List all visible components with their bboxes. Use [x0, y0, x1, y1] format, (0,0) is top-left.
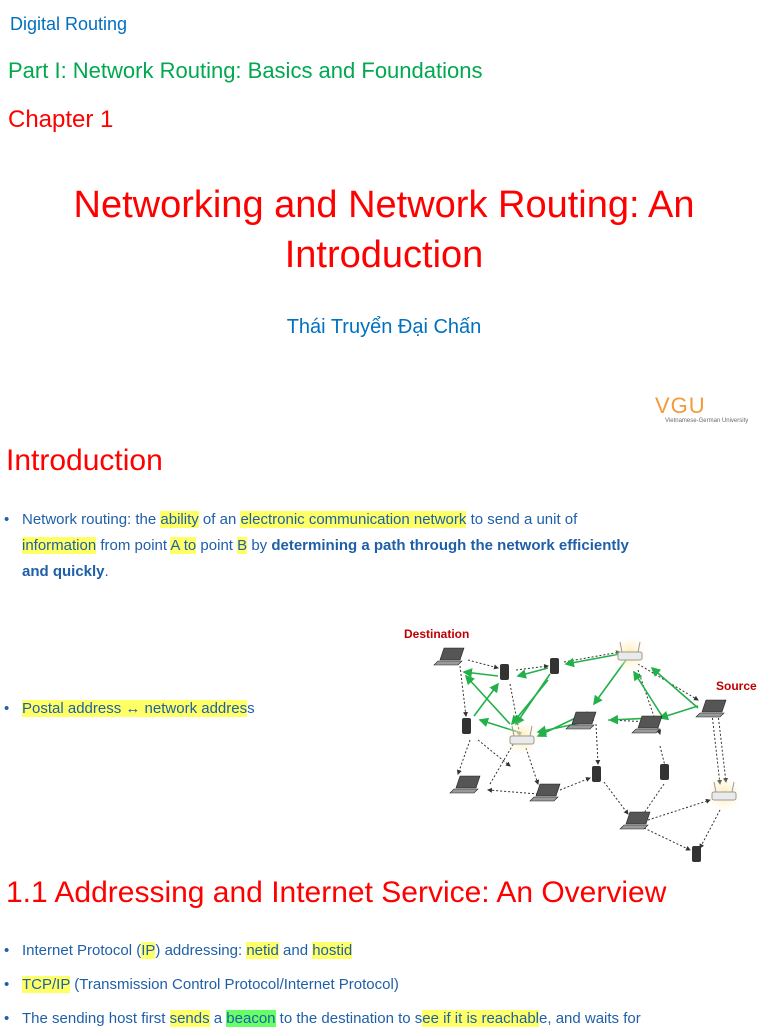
- laptop-icon: [433, 647, 465, 666]
- laptop-icon: [529, 783, 561, 802]
- router-icon: [706, 776, 742, 812]
- bullet-text: ) addressing:: [155, 942, 247, 959]
- def-text: Network routing: the: [22, 511, 161, 528]
- bullet-highlight: ee if it is reachabl: [422, 1010, 540, 1027]
- def-highlight: ability: [160, 511, 199, 528]
- phone-icon: [592, 766, 601, 782]
- chapter-label: Chapter 1: [8, 106, 114, 133]
- postal-list: Postal address ↔ network address: [2, 696, 322, 722]
- def-text: by: [247, 537, 272, 554]
- bullet-text: to the destination to s: [275, 1010, 423, 1027]
- bullet-highlight-green: beacon: [226, 1010, 276, 1027]
- section-1-1-list: Internet Protocol (IP) addressing: netid…: [2, 938, 768, 1032]
- phone-icon: [550, 658, 559, 674]
- bullet-text: Internet Protocol (: [22, 942, 142, 959]
- bullet-highlight: hostid: [312, 942, 353, 959]
- dotted-links: [456, 650, 729, 851]
- laptop-icon: [449, 775, 481, 794]
- router-icon: [504, 720, 540, 756]
- laptop-icon: [619, 811, 651, 830]
- page-title-line1: Networking and Network Routing: An: [73, 184, 695, 226]
- destination-label: Destination: [404, 627, 469, 641]
- def-highlight: information: [22, 537, 97, 554]
- laptop-icon: [695, 699, 727, 718]
- source-label: Source: [716, 679, 757, 693]
- author-name: Thái Truyển Đại Chấn: [286, 316, 482, 338]
- def-highlight: electronic communication network: [240, 511, 467, 528]
- ip-addressing-item: Internet Protocol (IP) addressing: netid…: [2, 938, 768, 964]
- phone-icon: [500, 664, 509, 680]
- intro-heading: Introduction: [6, 444, 163, 477]
- postal-address-item: Postal address ↔ network address: [2, 696, 322, 722]
- def-text: to send a unit of: [466, 511, 578, 528]
- page-title: Networking and Network Routing: An Intro…: [0, 180, 768, 280]
- def-text: of an: [198, 511, 241, 528]
- bullet-text: and: [278, 942, 313, 959]
- section-1-1-heading: 1.1 Addressing and Internet Service: An …: [6, 876, 667, 909]
- bullet-highlight: sends: [169, 1010, 210, 1027]
- bullet-text: The sending host first: [22, 1010, 170, 1027]
- intro-definition: Network routing: the ability of an elect…: [2, 507, 752, 585]
- def-bold: and quickly: [22, 563, 105, 580]
- bullet-text: a: [209, 1010, 227, 1027]
- page-title-line2: Introduction: [284, 234, 484, 276]
- bullet-highlight: IP: [141, 942, 156, 959]
- vgu-logo: VGU Vietnamese-German University: [655, 394, 768, 430]
- beacon-item: The sending host first sends a beacon to…: [2, 1006, 768, 1032]
- bullet-highlight: TCP/IP: [22, 976, 71, 993]
- def-highlight: B: [237, 537, 248, 554]
- network-diagram: Destination Source: [404, 627, 757, 862]
- def-bold: determining a path through the network e…: [271, 537, 629, 554]
- bullet-highlight: netid: [246, 942, 279, 959]
- course-name: Digital Routing: [10, 14, 128, 34]
- postal-highlight: Postal address ↔ network addres: [22, 700, 248, 717]
- tcp-ip-item: TCP/IP (Transmission Control Protocol/In…: [2, 972, 768, 998]
- vgu-logo-mark: VGU: [655, 393, 706, 418]
- laptop-icon: [565, 711, 597, 730]
- phone-icon: [462, 718, 471, 734]
- def-text: from point: [96, 537, 171, 554]
- bullet-text: (Transmission Control Protocol/Internet …: [70, 976, 399, 993]
- bullet-text: e, and waits for: [539, 1010, 641, 1027]
- part-title: Part I: Network Routing: Basics and Foun…: [8, 58, 483, 83]
- def-highlight: A to: [170, 537, 197, 554]
- postal-text: s: [247, 700, 255, 717]
- router-icon: [612, 636, 648, 672]
- laptop-icons: [433, 647, 727, 830]
- def-text: point: [196, 537, 238, 554]
- laptop-icon: [631, 715, 663, 734]
- phone-icon: [660, 764, 669, 780]
- def-text: .: [104, 563, 109, 580]
- vgu-logo-subtitle: Vietnamese-German University: [665, 418, 749, 424]
- phone-icons: [462, 658, 701, 862]
- intro-definition-list: Network routing: the ability of an elect…: [2, 507, 752, 585]
- phone-icon: [692, 846, 701, 862]
